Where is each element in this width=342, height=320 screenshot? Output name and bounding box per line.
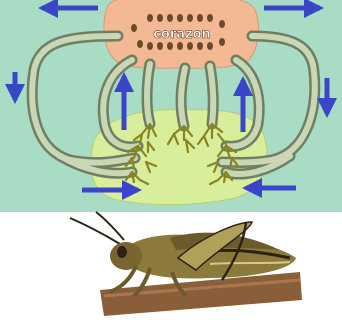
- heart-label: corazon: [153, 27, 211, 42]
- grasshopper-photo: [0, 212, 342, 320]
- grasshopper-head: [110, 242, 142, 270]
